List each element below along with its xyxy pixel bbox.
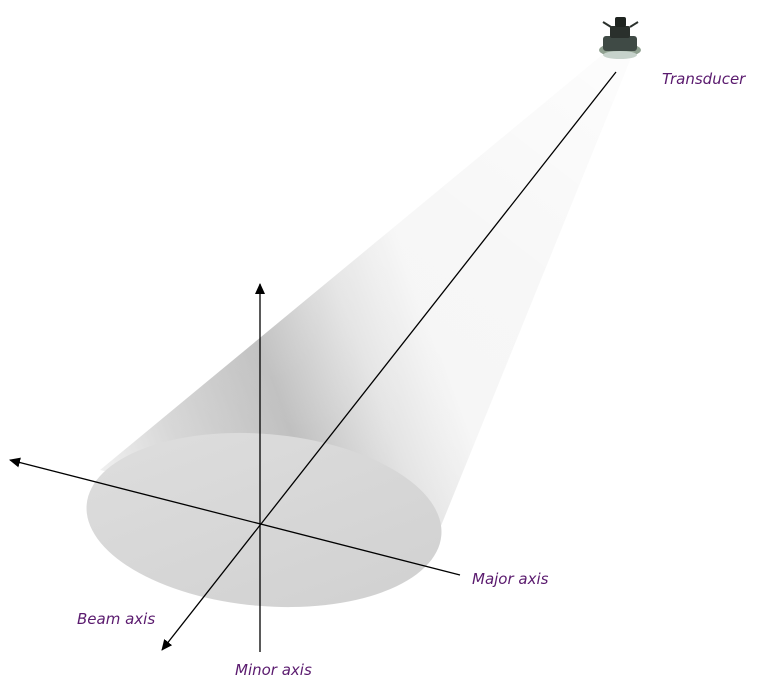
beam-axis-label: Beam axis [77, 610, 156, 628]
major-axis-line [9, 457, 461, 576]
transducer-device-icon [599, 17, 641, 59]
beam-cone-highlight [100, 52, 630, 548]
transducer-label: Transducer [662, 70, 746, 88]
major-axis-label: Major axis [472, 570, 549, 588]
minor-axis-label: Minor axis [235, 661, 312, 679]
beam-axis-line [161, 71, 617, 651]
